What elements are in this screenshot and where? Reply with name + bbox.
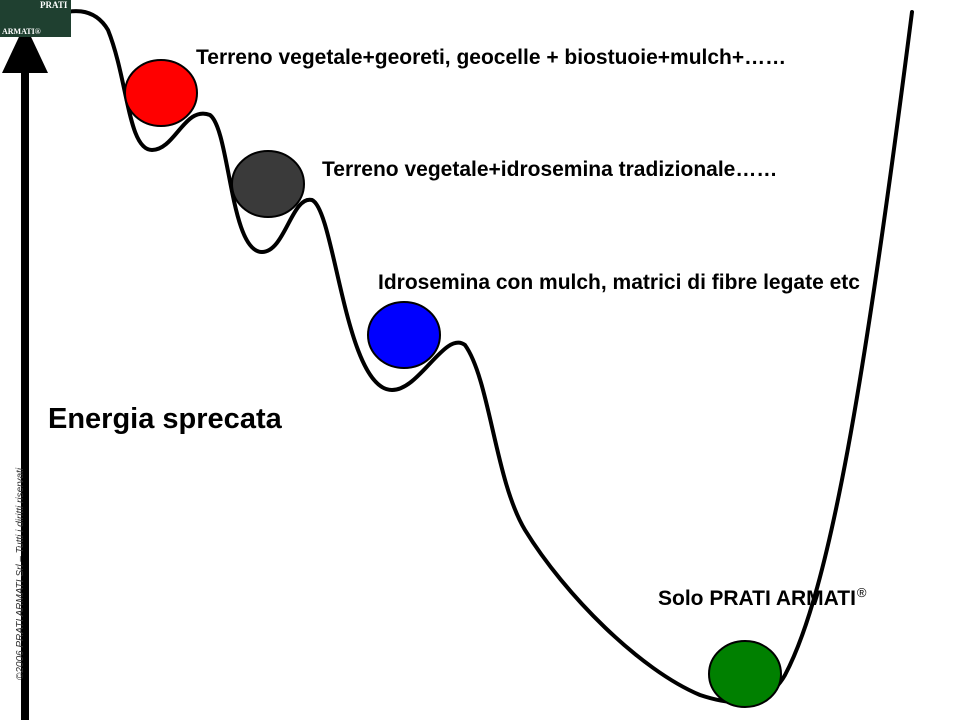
registered-mark: ® xyxy=(856,585,867,600)
label-solo-prati-armati-text: Solo PRATI ARMATI xyxy=(658,587,856,610)
energy-axis-arrowhead xyxy=(2,24,48,73)
label-georeti-geocelle: Terreno vegetale+georeti, geocelle + bio… xyxy=(196,46,787,69)
energy-curve xyxy=(43,9,914,705)
blue-ball xyxy=(367,301,441,369)
label-idrosemina-mulch: Idrosemina con mulch, matrici di fibre l… xyxy=(378,271,860,294)
energy-axis-label: Energia sprecata xyxy=(48,403,282,435)
copyright-text: ©2006 PRATI ARMATI Srl – Tutti i diritti… xyxy=(15,467,26,680)
label-solo-prati-armati: Solo PRATI ARMATI® xyxy=(658,585,867,611)
logo-bottom-text: ARMATI® xyxy=(2,27,41,36)
prati-armati-logo: PRATI ARMATI® xyxy=(0,0,71,37)
red-ball xyxy=(124,59,198,127)
label-idrosemina-tradizionale: Terreno vegetale+idrosemina tradizionale… xyxy=(322,158,778,181)
logo-top-text: PRATI xyxy=(40,0,68,10)
green-ball xyxy=(708,640,782,708)
dark-gray-ball xyxy=(231,150,305,218)
